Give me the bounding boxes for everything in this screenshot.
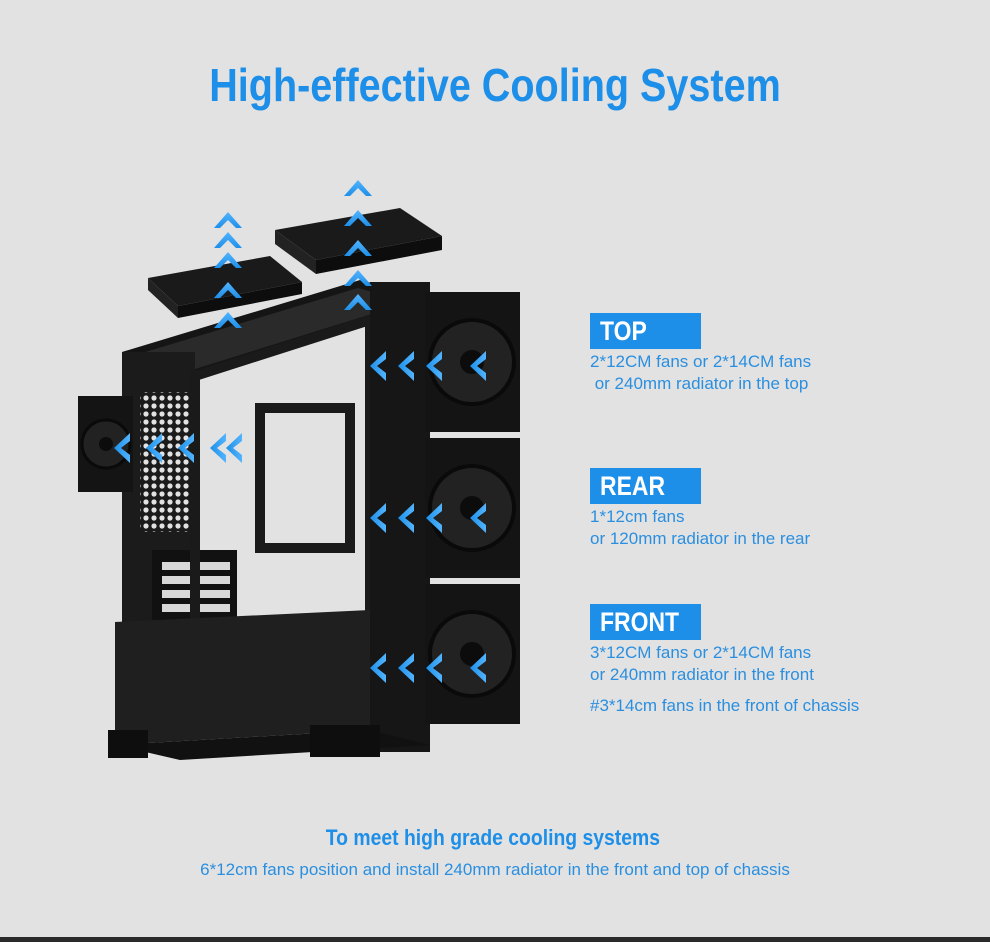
rear-info: REAR 1*12cm fans or 120mm radiator in th… xyxy=(590,468,910,550)
top-badge: TOP xyxy=(590,313,701,349)
rear-airflow-arrows xyxy=(114,433,242,463)
top-info: TOP 2*12CM fans or 2*14CM fans or 240mm … xyxy=(590,313,910,395)
front-badge: FRONT xyxy=(590,604,701,640)
front-extra-note: #3*14cm fans in the front of chassis xyxy=(590,696,860,715)
caption: 6*12cm fans position and install 240mm r… xyxy=(200,860,790,879)
top-fan-right xyxy=(275,208,442,274)
subtitle: To meet high grade cooling systems xyxy=(325,825,660,850)
rear-description: 1*12cm fans or 120mm radiator in the rea… xyxy=(590,507,811,548)
top-airflow-arrows xyxy=(214,180,372,328)
top-description: 2*12CM fans or 2*14CM fans or 240mm radi… xyxy=(590,352,812,393)
bottom-bar xyxy=(0,937,990,942)
front-airflow-arrows xyxy=(370,351,486,683)
front-info: FRONT 3*12CM fans or 2*14CM fans or 240m… xyxy=(590,604,910,717)
rear-badge: REAR xyxy=(590,468,701,504)
top-fan-left xyxy=(148,256,302,318)
psu-shroud xyxy=(115,610,370,745)
front-description: 3*12CM fans or 2*14CM fans or 240mm radi… xyxy=(590,643,814,684)
front-fans xyxy=(425,292,520,724)
page-title: High-effective Cooling System xyxy=(209,59,781,111)
pc-case-illustration xyxy=(70,170,550,770)
